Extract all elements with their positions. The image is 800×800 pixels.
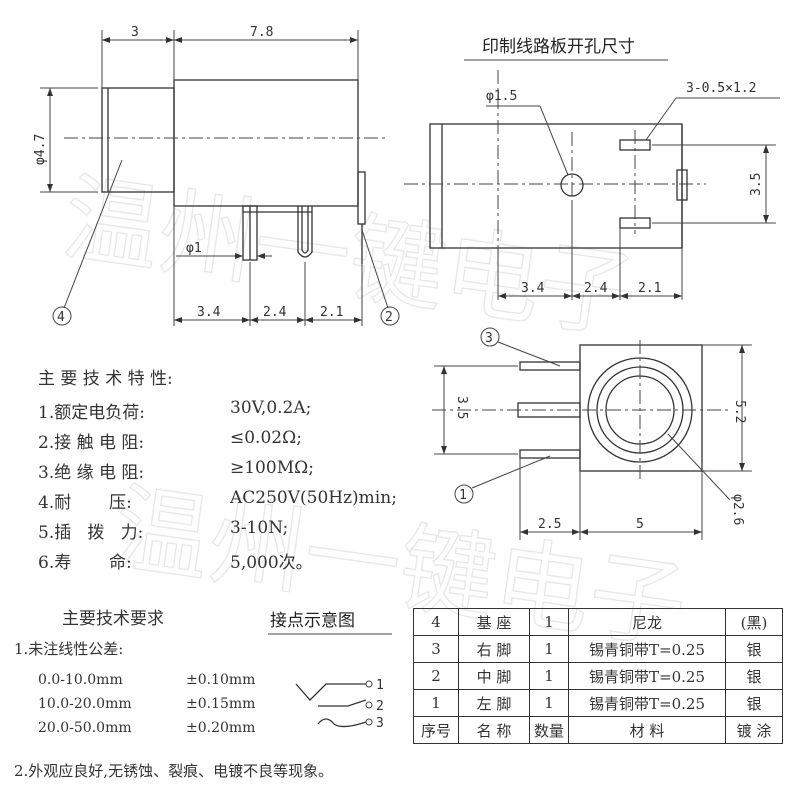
table-cell: 4 <box>413 608 459 636</box>
main-specs-title: 主 要 技 术 特 性: <box>38 369 173 389</box>
table-cell: 基 座 <box>458 608 530 636</box>
table-cell: 1 <box>528 635 570 663</box>
dim-side-bottom-1: 3.4 <box>197 305 221 320</box>
callout-side-4: 4 <box>57 310 65 325</box>
contact-diagram-title: 接点示意图 <box>270 611 355 631</box>
pcb-view-title: 印制线路板开孔尺寸 <box>482 37 635 57</box>
requirements-item-2: 2.外观应良好,无锈蚀、裂痕、电镀不良等现象。 <box>14 762 334 780</box>
table-cell: 1 <box>528 662 570 690</box>
table-cell: 1 <box>528 608 570 636</box>
front-view: 3 1 3.5 5.2 φ2.6 2.5 5 <box>432 327 752 540</box>
front-dim-diameter: φ2.6 <box>730 494 745 525</box>
spec-label-4: 4.耐 压: <box>38 493 132 513</box>
dim-side-diameter: φ4.7 <box>33 134 48 165</box>
front-dim-bottom-right: 5 <box>636 517 644 532</box>
front-dim-left: 3.5 <box>454 396 469 419</box>
tolerance-value-2: ±0.15mm <box>186 696 256 712</box>
parts-table: 4 基 座 1 尼龙 (黑) 3 右 脚 1 锡青铜带T=0.25 银 2 中 … <box>413 608 784 744</box>
table-cell: 锡青铜带T=0.25 <box>568 662 727 690</box>
table-cell: 2 <box>413 662 459 690</box>
pcb-dim-bottom-2: 2.4 <box>584 281 608 296</box>
table-cell: (黑) <box>725 608 784 636</box>
watermark-text-1: 温州一键电子 <box>57 162 643 353</box>
spec-value-4: AC250V(50Hz)min; <box>230 488 397 508</box>
tolerance-range-3: 20.0-50.0mm <box>38 720 132 736</box>
tolerance-value-1: ±0.10mm <box>186 672 256 688</box>
requirements-title: 主要技术要求 <box>62 609 164 629</box>
spec-value-2: ≤0.02Ω; <box>230 428 302 448</box>
table-row: 4 基 座 1 尼龙 (黑) <box>413 608 784 636</box>
pcb-view: 印制线路板开孔尺寸 φ1.5 3-0.5×1.2 3.5 <box>404 37 780 300</box>
table-cell: 1 <box>413 689 459 717</box>
table-cell: 锡青铜带T=0.25 <box>568 635 727 663</box>
table-header-cell: 材 料 <box>568 716 727 744</box>
pcb-hole-label: φ1.5 <box>486 89 517 104</box>
callout-side-2: 2 <box>385 310 393 325</box>
table-cell: 银 <box>725 689 784 717</box>
pcb-dim-bottom-3: 2.1 <box>638 281 661 296</box>
table-cell: 尼龙 <box>568 608 727 636</box>
table-cell: 银 <box>725 662 784 690</box>
table-row: 3 右 脚 1 锡青铜带T=0.25 银 <box>413 635 784 663</box>
pcb-slot-label: 3-0.5×1.2 <box>686 81 756 96</box>
spec-label-5: 5.插 拨 力: <box>38 523 144 543</box>
dim-side-top-right: 7.8 <box>250 25 273 40</box>
tolerance-value-3: ±0.20mm <box>186 720 256 736</box>
table-cell: 1 <box>528 689 570 717</box>
spec-value-1: 30V,0.2A; <box>230 398 312 418</box>
dim-side-bottom-2: 2.4 <box>263 305 287 320</box>
dim-side-top-left: 3 <box>131 25 139 40</box>
table-header-cell: 镀 涂 <box>725 716 784 744</box>
table-cell: 左 脚 <box>458 689 530 717</box>
spec-label-6: 6.寿 命: <box>38 553 132 573</box>
spec-label-2: 2.接 触 电 阻: <box>38 433 145 453</box>
pcb-dim-bottom-1: 3.4 <box>521 281 545 296</box>
spec-value-5: 3-10N; <box>230 518 289 538</box>
spec-value-6: 5,000次。 <box>230 553 313 573</box>
callout-front-3: 3 <box>485 331 493 346</box>
tolerance-range-1: 0.0-10.0mm <box>38 672 123 688</box>
requirements-item-1: 1.未注线性公差: <box>14 640 124 658</box>
tolerance-range-2: 10.0-20.0mm <box>38 696 132 712</box>
side-view: 3 7.8 φ4.7 φ1 <box>33 25 400 326</box>
pcb-dim-right: 3.5 <box>749 173 764 196</box>
contact-label-3: 3 <box>376 716 384 731</box>
spec-value-3: ≥100MΩ; <box>230 458 314 478</box>
spec-label-1: 1.额定电负荷: <box>38 403 145 423</box>
table-header-cell: 名 称 <box>458 716 530 744</box>
dim-side-pin-diameter: φ1 <box>186 241 202 256</box>
table-cell: 中 脚 <box>458 662 530 690</box>
contact-diagram: 接点示意图 1 2 3 <box>268 611 392 731</box>
table-header-cell: 序号 <box>413 716 459 744</box>
table-cell: 锡青铜带T=0.25 <box>568 689 727 717</box>
table-cell: 3 <box>413 635 459 663</box>
dim-side-bottom-3: 2.1 <box>320 305 343 320</box>
table-header-row: 序号 名 称 数量 材 料 镀 涂 <box>413 716 784 744</box>
front-dim-bottom-left: 2.5 <box>538 517 561 532</box>
table-cell: 右 脚 <box>458 635 530 663</box>
callout-front-1: 1 <box>459 488 467 503</box>
table-row: 1 左 脚 1 锡青铜带T=0.25 银 <box>413 689 784 717</box>
table-row: 2 中 脚 1 锡青铜带T=0.25 银 <box>413 662 784 690</box>
table-cell: 银 <box>725 635 784 663</box>
spec-label-3: 3.绝 缘 电 阻: <box>38 463 145 483</box>
table-header-cell: 数量 <box>528 716 570 744</box>
contact-label-1: 1 <box>376 678 384 693</box>
contact-label-2: 2 <box>376 699 384 714</box>
front-dim-right: 5.2 <box>732 400 747 423</box>
